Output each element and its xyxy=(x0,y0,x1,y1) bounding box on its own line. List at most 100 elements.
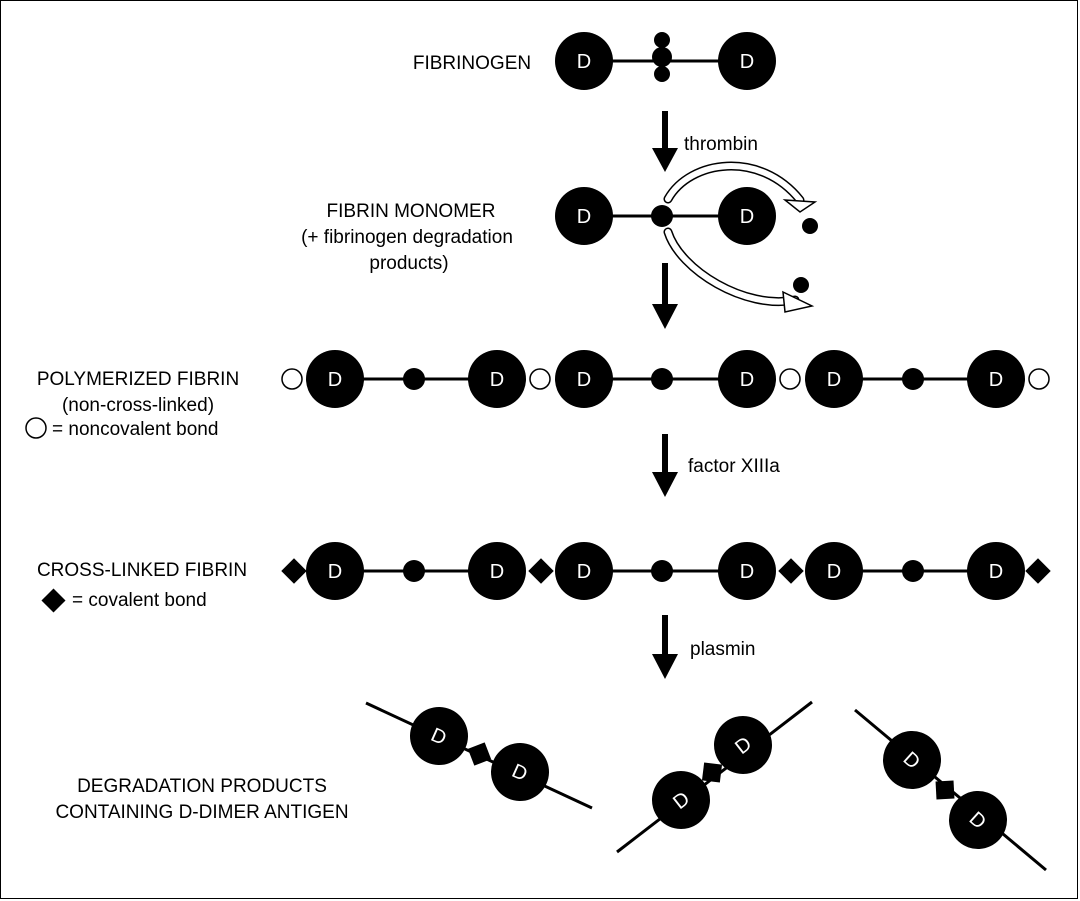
d-domain: D xyxy=(967,542,1025,600)
d-domain-circle xyxy=(714,716,772,774)
d-domain: D xyxy=(652,771,710,829)
noncovalent-bond xyxy=(1028,368,1050,390)
label-non-cross-linked: (non-cross-linked) xyxy=(62,395,214,416)
d-domain: D xyxy=(555,542,613,600)
covalent-bond xyxy=(935,780,955,800)
d-domain-circle xyxy=(652,771,710,829)
d-domain: D xyxy=(805,542,863,600)
d-domain-circle xyxy=(555,350,613,408)
covalent-bond xyxy=(1025,558,1051,584)
polymerized-e-domain xyxy=(403,368,425,390)
d-domain: D xyxy=(805,350,863,408)
label-plasmin: plasmin xyxy=(690,639,755,660)
d-domain: D xyxy=(306,542,364,600)
d-domain-circle xyxy=(718,350,776,408)
d-domain: D xyxy=(949,791,1007,849)
d-domain: D xyxy=(555,32,613,90)
d-domain: D xyxy=(718,350,776,408)
d-domain-circle xyxy=(306,542,364,600)
label-degradation-products: DEGRADATION PRODUCTS xyxy=(77,776,327,797)
release-arrow-lower xyxy=(663,227,815,313)
noncovalent-legend-symbol xyxy=(25,417,47,439)
d-domain-label: D xyxy=(827,561,841,583)
d-domain-circle xyxy=(805,542,863,600)
d-domain-label: D xyxy=(328,369,342,391)
d-domain-label: D xyxy=(577,561,591,583)
covalent-bond xyxy=(281,558,307,584)
covalent-legend-symbol xyxy=(41,588,66,613)
fibrinogen-e-center xyxy=(652,47,672,67)
arrow-factor-xiiia xyxy=(652,434,678,497)
d-domain-label: D xyxy=(577,369,591,391)
label-thrombin: thrombin xyxy=(684,134,758,155)
arrow-thrombin xyxy=(652,111,678,172)
d-domain: D xyxy=(714,716,772,774)
d-domain-label: D xyxy=(740,206,754,228)
d-domain-circle xyxy=(410,707,468,765)
d-domain-circle xyxy=(306,350,364,408)
d-domain: D xyxy=(718,187,776,245)
released-fibrinopeptide-b xyxy=(793,277,809,293)
d-domain-circle xyxy=(718,187,776,245)
d-domain-circle xyxy=(468,542,526,600)
d-domain-label: D xyxy=(989,369,1003,391)
noncovalent-bond xyxy=(779,368,801,390)
d-domain: D xyxy=(555,187,613,245)
d-domain-circle xyxy=(468,350,526,408)
d-domain-label: D xyxy=(577,51,591,73)
label-fibrin-monomer-sub1: (+ fibrinogen degradation xyxy=(301,227,513,248)
polymerized-e-domain xyxy=(902,368,924,390)
d-domain-label: D xyxy=(490,369,504,391)
d-domain-circle xyxy=(883,731,941,789)
crosslinked-e-domain xyxy=(651,560,673,582)
d-domain: D xyxy=(410,707,468,765)
d-domain: D xyxy=(468,542,526,600)
d-domain-circle xyxy=(555,32,613,90)
d-domain-label: D xyxy=(740,369,754,391)
label-fibrin-monomer: FIBRIN MONOMER xyxy=(327,201,496,222)
d-domain: D xyxy=(718,32,776,90)
d-domain-label: D xyxy=(740,51,754,73)
release-arrow-upper xyxy=(663,161,818,213)
crosslinked-e-domain xyxy=(403,560,425,582)
d-domain: D xyxy=(883,731,941,789)
d-domain-circle xyxy=(555,542,613,600)
fibrinogen-e-knob-top xyxy=(654,32,670,48)
covalent-bond xyxy=(701,762,723,783)
d-domain: D xyxy=(491,743,549,801)
d-domain-circle xyxy=(949,791,1007,849)
noncovalent-bond xyxy=(281,368,303,390)
covalent-bond xyxy=(778,558,804,584)
crosslinked-e-domain xyxy=(902,560,924,582)
d-domain-label: D xyxy=(989,561,1003,583)
d-domain: D xyxy=(967,350,1025,408)
released-fibrinopeptide-a xyxy=(802,218,818,234)
arrow-monomer-to-polymer xyxy=(652,263,678,329)
d-domain-label: D xyxy=(490,561,504,583)
d-domain-label: D xyxy=(827,369,841,391)
d-domain-label: D xyxy=(740,561,754,583)
fibrinogen-e-knob-bottom xyxy=(654,66,670,82)
label-factor-xiiia: factor XIIIa xyxy=(688,456,780,477)
label-polymerized-fibrin: POLYMERIZED FIBRIN xyxy=(37,369,239,390)
label-cross-linked-fibrin: CROSS-LINKED FIBRIN xyxy=(37,560,247,581)
d-domain-label: D xyxy=(328,561,342,583)
covalent-bond xyxy=(528,558,554,584)
d-domain-circle xyxy=(805,350,863,408)
d-domain: D xyxy=(555,350,613,408)
d-domain: D xyxy=(306,350,364,408)
d-domain-circle xyxy=(491,743,549,801)
d-domain-circle xyxy=(967,542,1025,600)
d-domain: D xyxy=(468,350,526,408)
label-covalent-bond: = covalent bond xyxy=(72,590,207,611)
arrow-plasmin xyxy=(652,615,678,679)
label-fibrinogen: FIBRINOGEN xyxy=(413,53,531,74)
d-domain-circle xyxy=(718,542,776,600)
label-d-dimer-antigen: CONTAINING D-DIMER ANTIGEN xyxy=(55,802,348,823)
label-noncovalent-bond: = noncovalent bond xyxy=(52,419,218,440)
noncovalent-bond xyxy=(529,368,551,390)
d-domain-circle xyxy=(967,350,1025,408)
d-domain-circle xyxy=(718,32,776,90)
